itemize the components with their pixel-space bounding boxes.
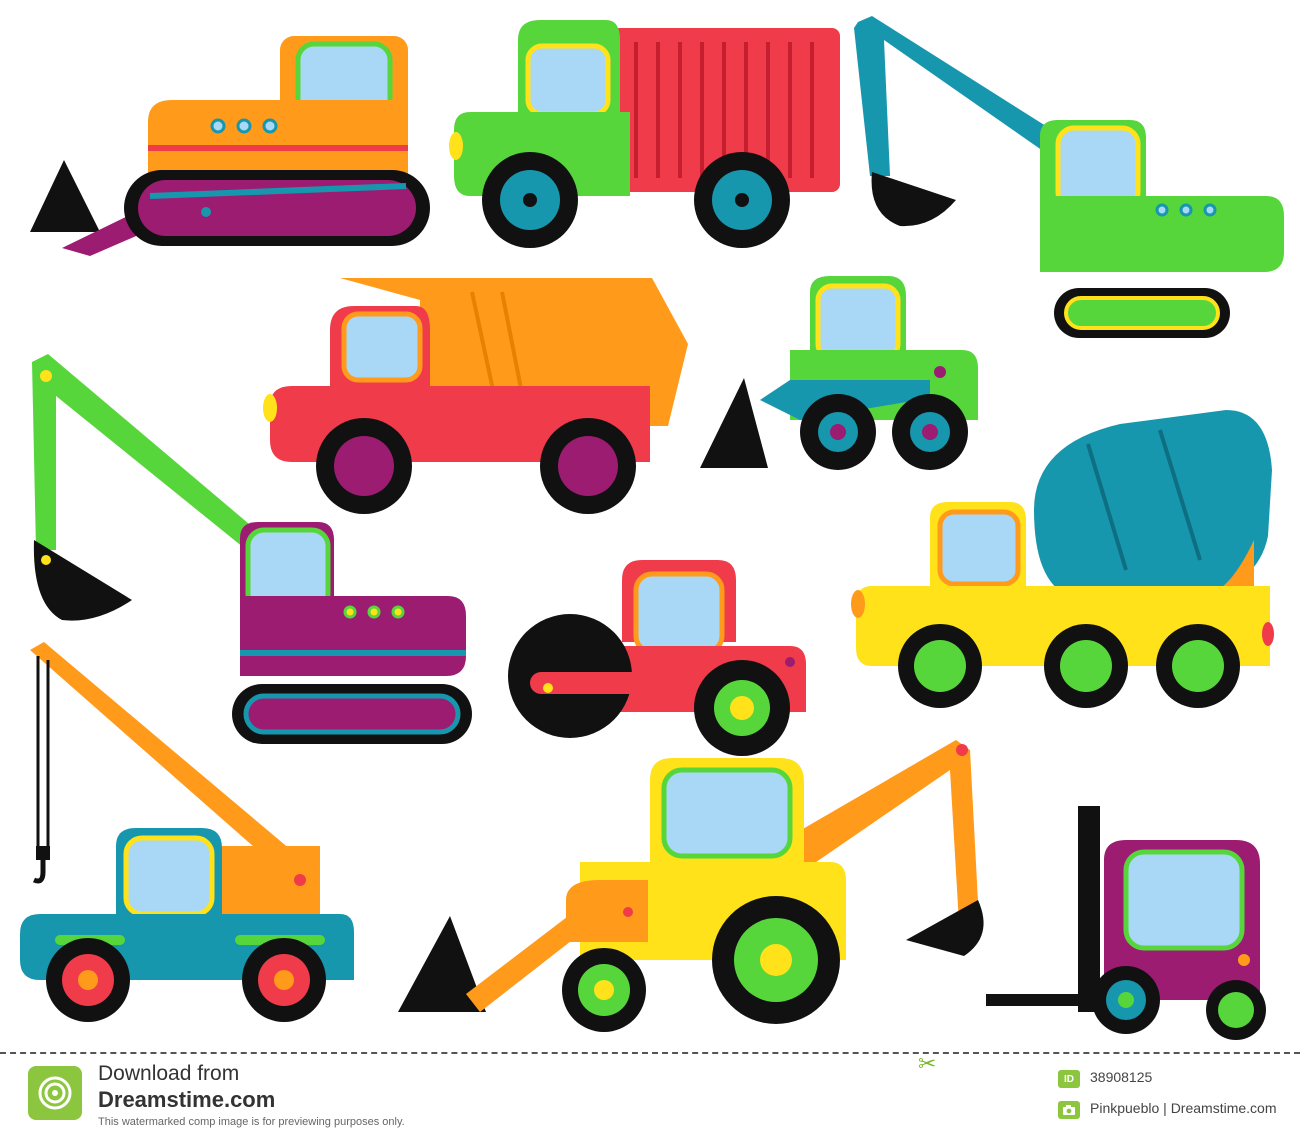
download-from-text: Download from	[98, 1062, 240, 1085]
scissors-icon: ✂	[918, 1052, 937, 1077]
photographer-icon	[1058, 1101, 1080, 1119]
watermark-footer: ✂ Download from Dreamstime.com This wate…	[0, 1050, 1300, 1140]
backhoe-loader	[398, 740, 984, 1032]
long-arm-excavator	[32, 354, 472, 744]
disclaimer-text: This watermarked comp image is for previ…	[98, 1116, 405, 1128]
dashed-cut-line	[0, 1052, 1300, 1054]
id-badge: ID	[1058, 1070, 1080, 1088]
image-id: 38908125	[1090, 1069, 1153, 1085]
garbage-truck	[449, 20, 840, 248]
road-roller	[508, 560, 806, 756]
crane-truck	[20, 642, 354, 1022]
construction-vehicles-illustration	[20, 16, 1284, 1040]
excavator	[854, 16, 1284, 338]
dump-truck	[263, 278, 688, 514]
forklift	[986, 806, 1266, 1040]
dreamstime-logo	[28, 1066, 82, 1120]
owner-credit[interactable]: Pinkpueblo | Dreamstime.com	[1090, 1100, 1277, 1116]
dreamstime-link[interactable]: Dreamstime.com	[98, 1087, 276, 1112]
skid-loader	[700, 276, 978, 470]
bulldozer	[30, 36, 430, 256]
cement-mixer	[851, 410, 1274, 708]
